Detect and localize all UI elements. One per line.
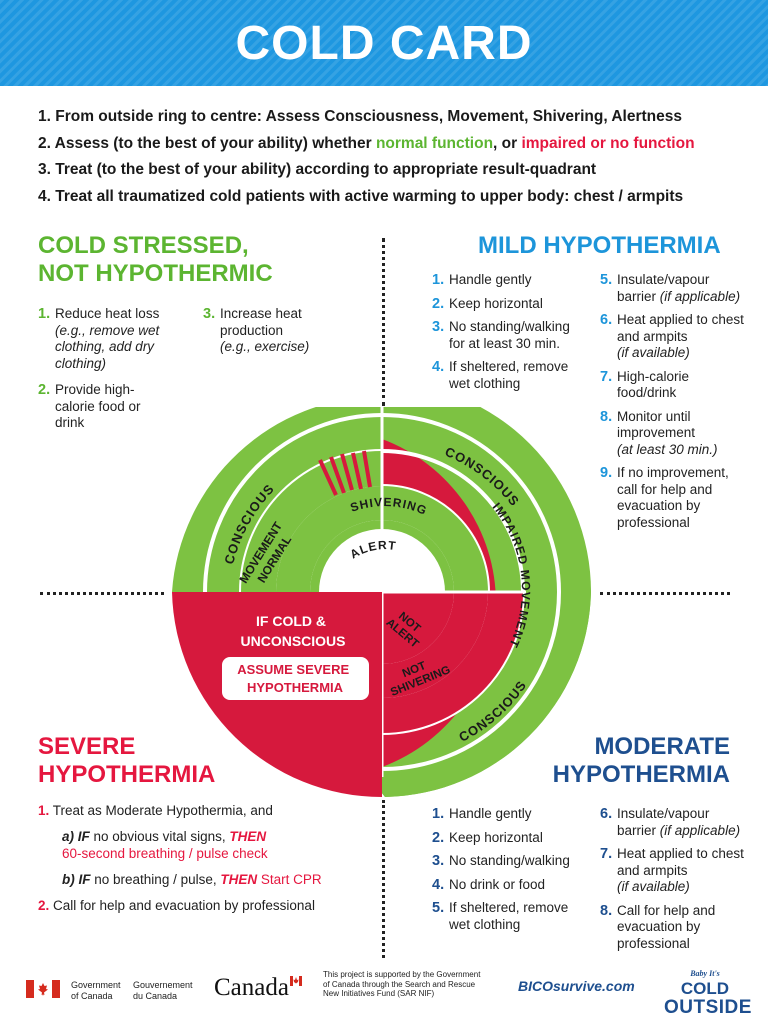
- header-banner: COLD CARD: [0, 0, 768, 86]
- divider-bottom: [382, 800, 385, 958]
- svg-text:ASSUME SEVERE HYPOTHERMIA: ASSUME SEVERE HYPOTHERMIA: [237, 662, 353, 695]
- list-item: 6.Heat applied to chest and armpits(if a…: [600, 312, 744, 360]
- list-item: 7.High-calorie food/drink: [600, 368, 690, 401]
- list-item: 2.Keep horizontal: [432, 829, 543, 846]
- baby-its-cold-outside-logo: Baby It's COLD OUTSIDE: [664, 969, 752, 1018]
- transition-stripes: [318, 450, 372, 496]
- divider-right: [600, 592, 730, 595]
- divider-top: [382, 238, 385, 406]
- list-item: 2. Call for help and evacuation by profe…: [38, 898, 315, 913]
- impaired-function-text: impaired or no function: [521, 134, 695, 152]
- list-item: b) IF no breathing / pulse, THEN Start C…: [62, 872, 322, 887]
- list-item: 9.If no improvement, call for help and e…: [600, 465, 729, 530]
- list-item: 7.Heat applied to chest and armpits(if a…: [600, 846, 744, 894]
- divider-left: [40, 592, 164, 595]
- list-item: 3.No standing/walking for at least 30 mi…: [432, 319, 570, 351]
- list-item: 5.Insulate/vapour barrier (if applicable…: [600, 272, 741, 304]
- page-title: COLD CARD: [235, 16, 533, 70]
- not-shivering-segment: [382, 592, 488, 698]
- label-if-cold: IF COLD &: [256, 613, 326, 629]
- ring-shivering: [276, 486, 488, 592]
- list-item: 1. Reduce heat loss(e.g., remove wet clo…: [38, 306, 160, 371]
- wordmark-flag-icon: [290, 976, 302, 986]
- list-item: 1.Handle gently: [432, 272, 532, 288]
- step-3: 3. Treat (to the best of your ability) a…: [38, 161, 597, 178]
- step-4: 4. Treat all traumatized cold patients w…: [38, 187, 684, 205]
- hypothermia-ring-diagram: CONSCIOUS CONSCIOUS CONSCIOUS SHIVERING …: [172, 407, 591, 797]
- list-item: 4.No drink or food: [432, 876, 546, 893]
- mild-list-right: 5.Insulate/vapour barrier (if applicable…: [600, 272, 750, 538]
- label-assume-2: HYPOTHERMIA: [247, 680, 344, 695]
- list-item: 1. Treat as Moderate Hypothermia, and: [38, 803, 273, 818]
- list-item: 4.If sheltered, remove wet clothing: [432, 359, 569, 391]
- normal-function-text: normal function: [375, 134, 494, 152]
- list-item: 1.Handle gently: [432, 806, 532, 822]
- moderate-hypothermia-title: MODERATE HYPOTHERMIA: [552, 733, 730, 788]
- svg-text:IF COLD & UNCONSCIOUS: IF COLD & UNCONSCIOUS: [240, 613, 345, 649]
- canada-wordmark: Canada: [214, 974, 289, 1001]
- list-item: 2. Provide high-calorie food or drink: [38, 382, 141, 430]
- cold-stressed-list-left: 1. Reduce heat loss(e.g., remove wet clo…: [38, 306, 178, 439]
- list-item: 2.Keep horizontal: [432, 295, 543, 312]
- mild-list-left: 1.Handle gently 2.Keep horizontal 3.No s…: [432, 272, 587, 399]
- list-item: 6.Insulate/vapour barrier (if applicable…: [600, 806, 741, 838]
- support-statement: This project is supported by the Governm…: [323, 970, 481, 998]
- website-link[interactable]: BICOsurvive.com: [518, 978, 635, 994]
- not-alert-segment: [382, 592, 454, 664]
- ring-movement-normal: [241, 451, 382, 592]
- mild-hypothermia-title: MILD HYPOTHERMIA: [478, 232, 721, 259]
- list-item: 5.If sheltered, remove wet clothing: [432, 900, 569, 932]
- list-item: 8.Monitor until improvement(at least 30 …: [600, 408, 718, 457]
- cold-stressed-title: COLD STRESSED, NOT HYPOTHERMIC: [38, 232, 273, 287]
- moderate-list-left: 1.Handle gently 2.Keep horizontal 3.No s…: [432, 806, 592, 940]
- label-assume-1: ASSUME SEVERE: [237, 662, 349, 677]
- list-item: 3.No standing/walking: [432, 853, 570, 869]
- list-item: 8.Call for help and evacuation by profes…: [600, 902, 716, 951]
- list-item: 3. Increase heat production(e.g., exerci…: [203, 306, 310, 354]
- moderate-list-right: 6.Insulate/vapour barrier (if applicable…: [600, 806, 750, 959]
- list-item: a) IF no obvious vital signs, THEN 60-se…: [62, 829, 268, 861]
- severe-hypothermia-title: SEVERE HYPOTHERMIA: [38, 733, 216, 788]
- instruction-steps: 1. From outside ring to centre: Assess C…: [38, 104, 748, 210]
- severe-list: 1. Treat as Moderate Hypothermia, and a)…: [38, 802, 368, 923]
- step-2: 2. Assess (to the best of your ability) …: [38, 134, 695, 152]
- assume-severe-box: [222, 657, 369, 700]
- step-1: 1. From outside ring to centre: Assess C…: [38, 108, 683, 125]
- cold-stressed-list-right: 3. Increase heat production(e.g., exerci…: [203, 306, 333, 363]
- canada-flag-icon: [26, 980, 60, 998]
- label-unconscious: UNCONSCIOUS: [240, 633, 345, 649]
